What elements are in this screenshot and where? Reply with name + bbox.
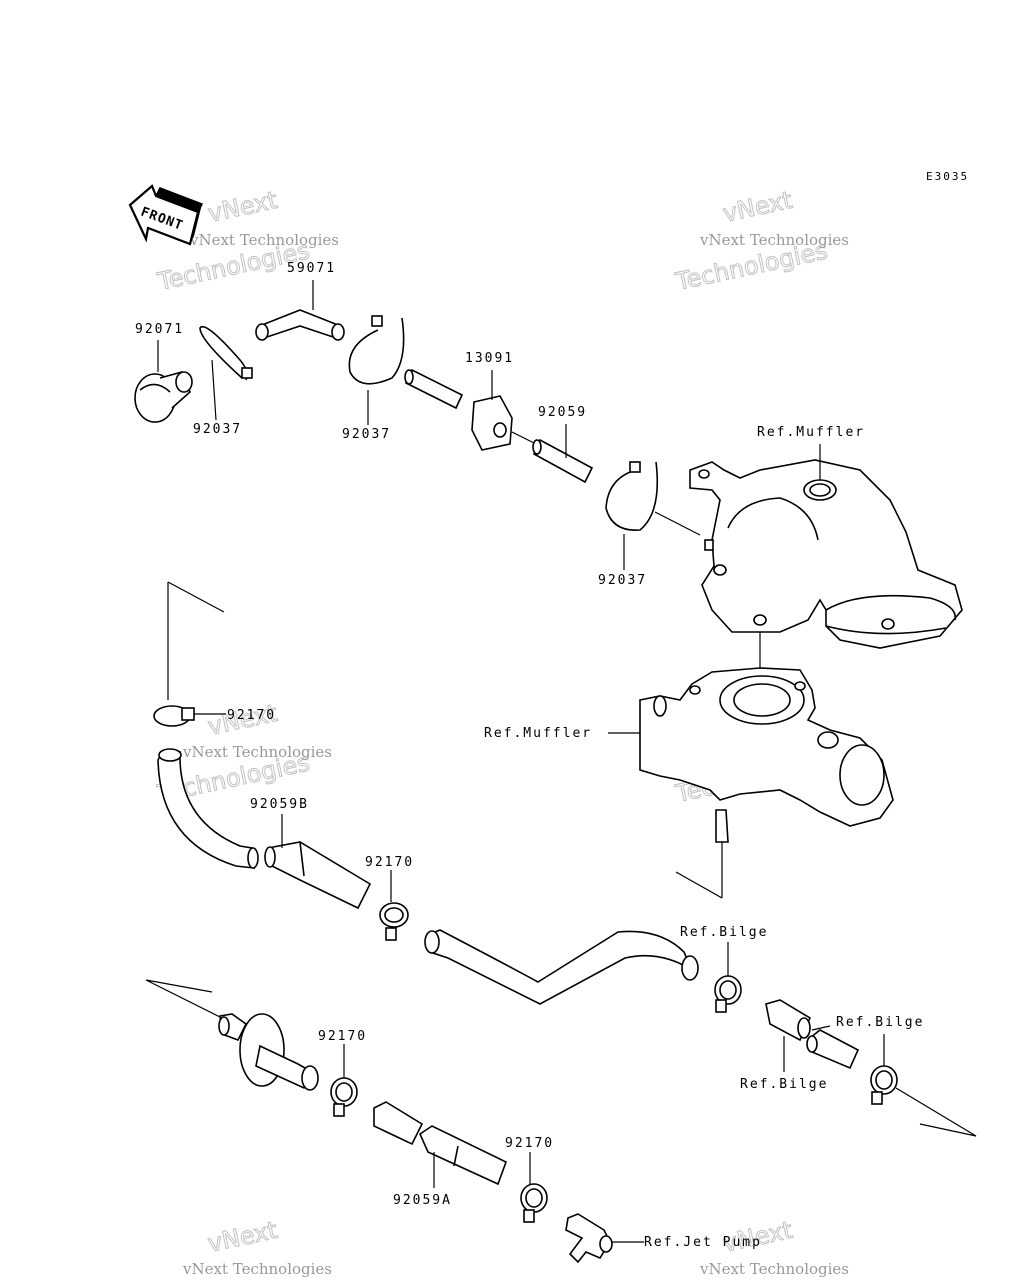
label-ref-jet-pump: Ref.Jet Pump [644, 1235, 762, 1250]
part-92037-clamp-b [348, 315, 405, 425]
label-92170-d: 92170 [505, 1136, 554, 1151]
label-92059a: 92059A [393, 1193, 452, 1208]
label-ref-bilge-b: Ref.Bilge [836, 1015, 924, 1030]
label-92170-b: 92170 [365, 855, 414, 870]
watermark-bottom-left: vNext vNext Technologies [182, 1215, 332, 1278]
diagram-code: E3035 [926, 170, 969, 183]
part-jet-pump-elbow [565, 1213, 644, 1264]
part-thru-hull-fitting [218, 1013, 319, 1091]
part-92059-hose [511, 424, 594, 484]
leader-bracket-left [167, 581, 225, 700]
part-92170-clamp-d [520, 1152, 548, 1223]
svg-text:vNext Technologies: vNext Technologies [182, 1260, 332, 1278]
label-92059b: 92059B [250, 797, 309, 812]
label-92037-a: 92037 [193, 422, 242, 437]
part-bilge-clamp-a [714, 942, 742, 1013]
label-13091: 13091 [465, 351, 514, 366]
label-92037-c: 92037 [598, 573, 647, 588]
part-bilge-clamp-b [870, 1034, 977, 1137]
part-92037-clamp-c [605, 461, 701, 570]
svg-text:vNext Technologies: vNext Technologies [699, 231, 849, 249]
part-59071-tee-fitting [255, 280, 345, 341]
watermark-top-right: vNext vNext Technologies Technologies [672, 185, 849, 296]
part-bilge-hose-lower [806, 1025, 860, 1070]
label-ref-muffler-mid: Ref.Muffler [484, 726, 592, 741]
part-92170-clamp-c [330, 1044, 358, 1117]
part-92170-clamp-a [153, 705, 226, 727]
part-muffler-lower [608, 667, 894, 899]
label-92071: 92071 [135, 322, 184, 337]
label-ref-bilge-c: Ref.Bilge [740, 1077, 828, 1092]
part-short-hose [404, 368, 464, 410]
part-muffler-upper [689, 444, 963, 649]
part-92037-clamp-a [199, 325, 253, 421]
part-92059a-hose [373, 1101, 507, 1188]
front-arrow-icon: FRONT [128, 184, 204, 246]
label-ref-bilge-a: Ref.Bilge [680, 925, 768, 940]
label-59071: 59071 [287, 261, 336, 276]
leader-bracket-bottom-left [145, 979, 231, 1023]
label-92170-c: 92170 [318, 1029, 367, 1044]
svg-text:vNext Technologies: vNext Technologies [182, 743, 332, 761]
label-ref-muffler-top: Ref.Muffler [757, 425, 865, 440]
svg-text:vNext Technologies: vNext Technologies [699, 1260, 849, 1278]
svg-text:vNext: vNext [205, 186, 279, 228]
part-92059b-hose [264, 814, 372, 910]
part-92071-cap [134, 340, 193, 423]
svg-text:vNext Technologies: vNext Technologies [189, 231, 339, 249]
part-bilge-hose-upper [765, 999, 812, 1072]
part-92170-clamp-b [379, 870, 409, 941]
svg-text:vNext: vNext [720, 186, 794, 228]
part-long-hose [424, 929, 699, 1005]
part-13091-damper [471, 370, 513, 451]
label-92037-b: 92037 [342, 427, 391, 442]
svg-text:vNext: vNext [205, 1216, 279, 1258]
label-92170-a: 92170 [227, 708, 276, 723]
label-92059: 92059 [538, 405, 587, 420]
part-bent-hose [157, 748, 259, 869]
